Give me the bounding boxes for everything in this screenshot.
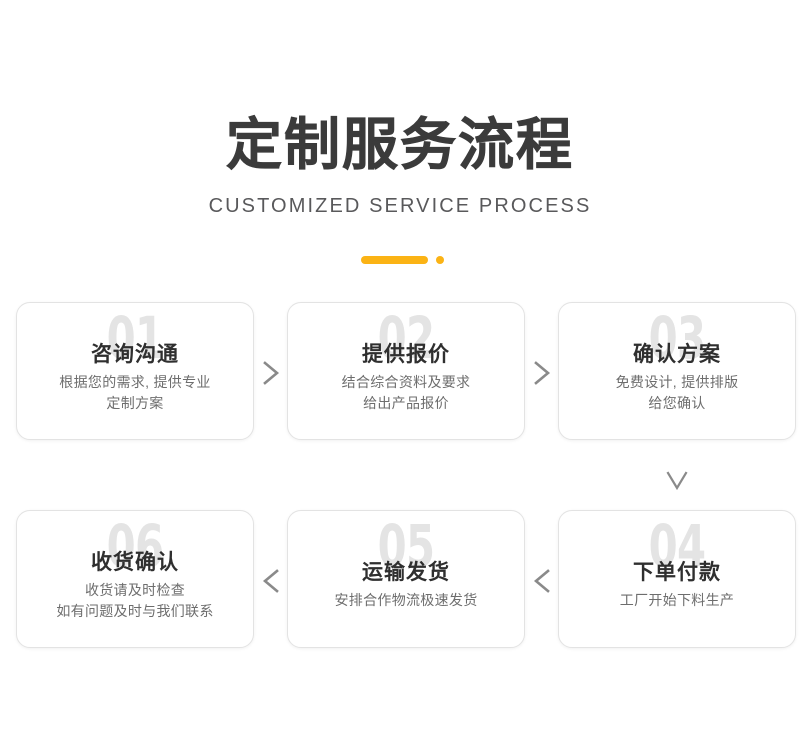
- chevron-right-icon: [525, 356, 559, 390]
- step-description-line: 结合综合资料及要求: [341, 374, 471, 391]
- accent-divider: [0, 253, 800, 267]
- process-step-02[interactable]: 02 提供报价 结合综合资料及要求 给出产品报价: [287, 302, 525, 440]
- step-description-line: 安排合作物流极速发货: [334, 592, 478, 609]
- process-step-06-inner: 06 收货确认 收货请及时检查 如有问题及时与我们联系: [17, 511, 253, 647]
- step-title: 确认方案: [633, 342, 721, 367]
- process-step-01-inner: 01 咨询沟通 根据您的需求, 提供专业 定制方案: [17, 303, 253, 439]
- process-step-04-inner: 04 下单付款 工厂开始下料生产: [559, 511, 795, 647]
- process-step-05[interactable]: 05 运输发货 安排合作物流极速发货: [287, 510, 525, 648]
- process-step-05-inner: 05 运输发货 安排合作物流极速发货: [288, 511, 524, 647]
- chevron-right-icon: [254, 356, 288, 390]
- step-description: 工厂开始下料生产: [620, 590, 734, 610]
- step-title: 提供报价: [362, 342, 450, 367]
- step-description: 根据您的需求, 提供专业 定制方案: [59, 372, 210, 413]
- chevron-left-icon: [254, 564, 288, 598]
- process-step-02-inner: 02 提供报价 结合综合资料及要求 给出产品报价: [288, 303, 524, 439]
- step-description-line: 工厂开始下料生产: [619, 592, 735, 609]
- step-description-line: 给您确认: [648, 394, 706, 411]
- accent-dot: [436, 256, 444, 264]
- process-step-06[interactable]: 06 收货确认 收货请及时检查 如有问题及时与我们联系: [16, 510, 254, 648]
- step-title: 下单付款: [633, 560, 721, 585]
- process-step-03-inner: 03 确认方案 免费设计, 提供排版 给您确认: [559, 303, 795, 439]
- step-description: 安排合作物流极速发货: [335, 590, 478, 610]
- step-description-line: 定制方案: [106, 394, 164, 411]
- step-title: 运输发货: [362, 560, 450, 585]
- accent-bar: [361, 256, 428, 264]
- step-description-line: 收货请及时检查: [84, 582, 186, 599]
- step-title: 咨询沟通: [91, 342, 179, 367]
- page-title: 定制服务流程: [226, 113, 574, 178]
- chevron-left-icon: [525, 564, 559, 598]
- step-description: 免费设计, 提供排版 给您确认: [616, 372, 739, 413]
- page-subtitle: CUSTOMIZED SERVICE PROCESS: [208, 195, 592, 217]
- process-step-04[interactable]: 04 下单付款 工厂开始下料生产: [558, 510, 796, 648]
- step-description-line: 给出产品报价: [363, 394, 449, 411]
- step-title: 收货确认: [91, 550, 179, 575]
- step-description: 收货请及时检查 如有问题及时与我们联系: [56, 580, 213, 621]
- step-description-line: 根据您的需求, 提供专业: [59, 374, 211, 391]
- process-step-03[interactable]: 03 确认方案 免费设计, 提供排版 给您确认: [558, 302, 796, 440]
- chevron-down-icon: [660, 463, 694, 497]
- process-step-01[interactable]: 01 咨询沟通 根据您的需求, 提供专业 定制方案: [16, 302, 254, 440]
- step-description-line: 如有问题及时与我们联系: [56, 602, 214, 619]
- page-header: 定制服务流程 CUSTOMIZED SERVICE PROCESS: [0, 0, 800, 216]
- step-description-line: 免费设计, 提供排版: [615, 374, 739, 391]
- step-description: 结合综合资料及要求 给出产品报价: [342, 372, 471, 413]
